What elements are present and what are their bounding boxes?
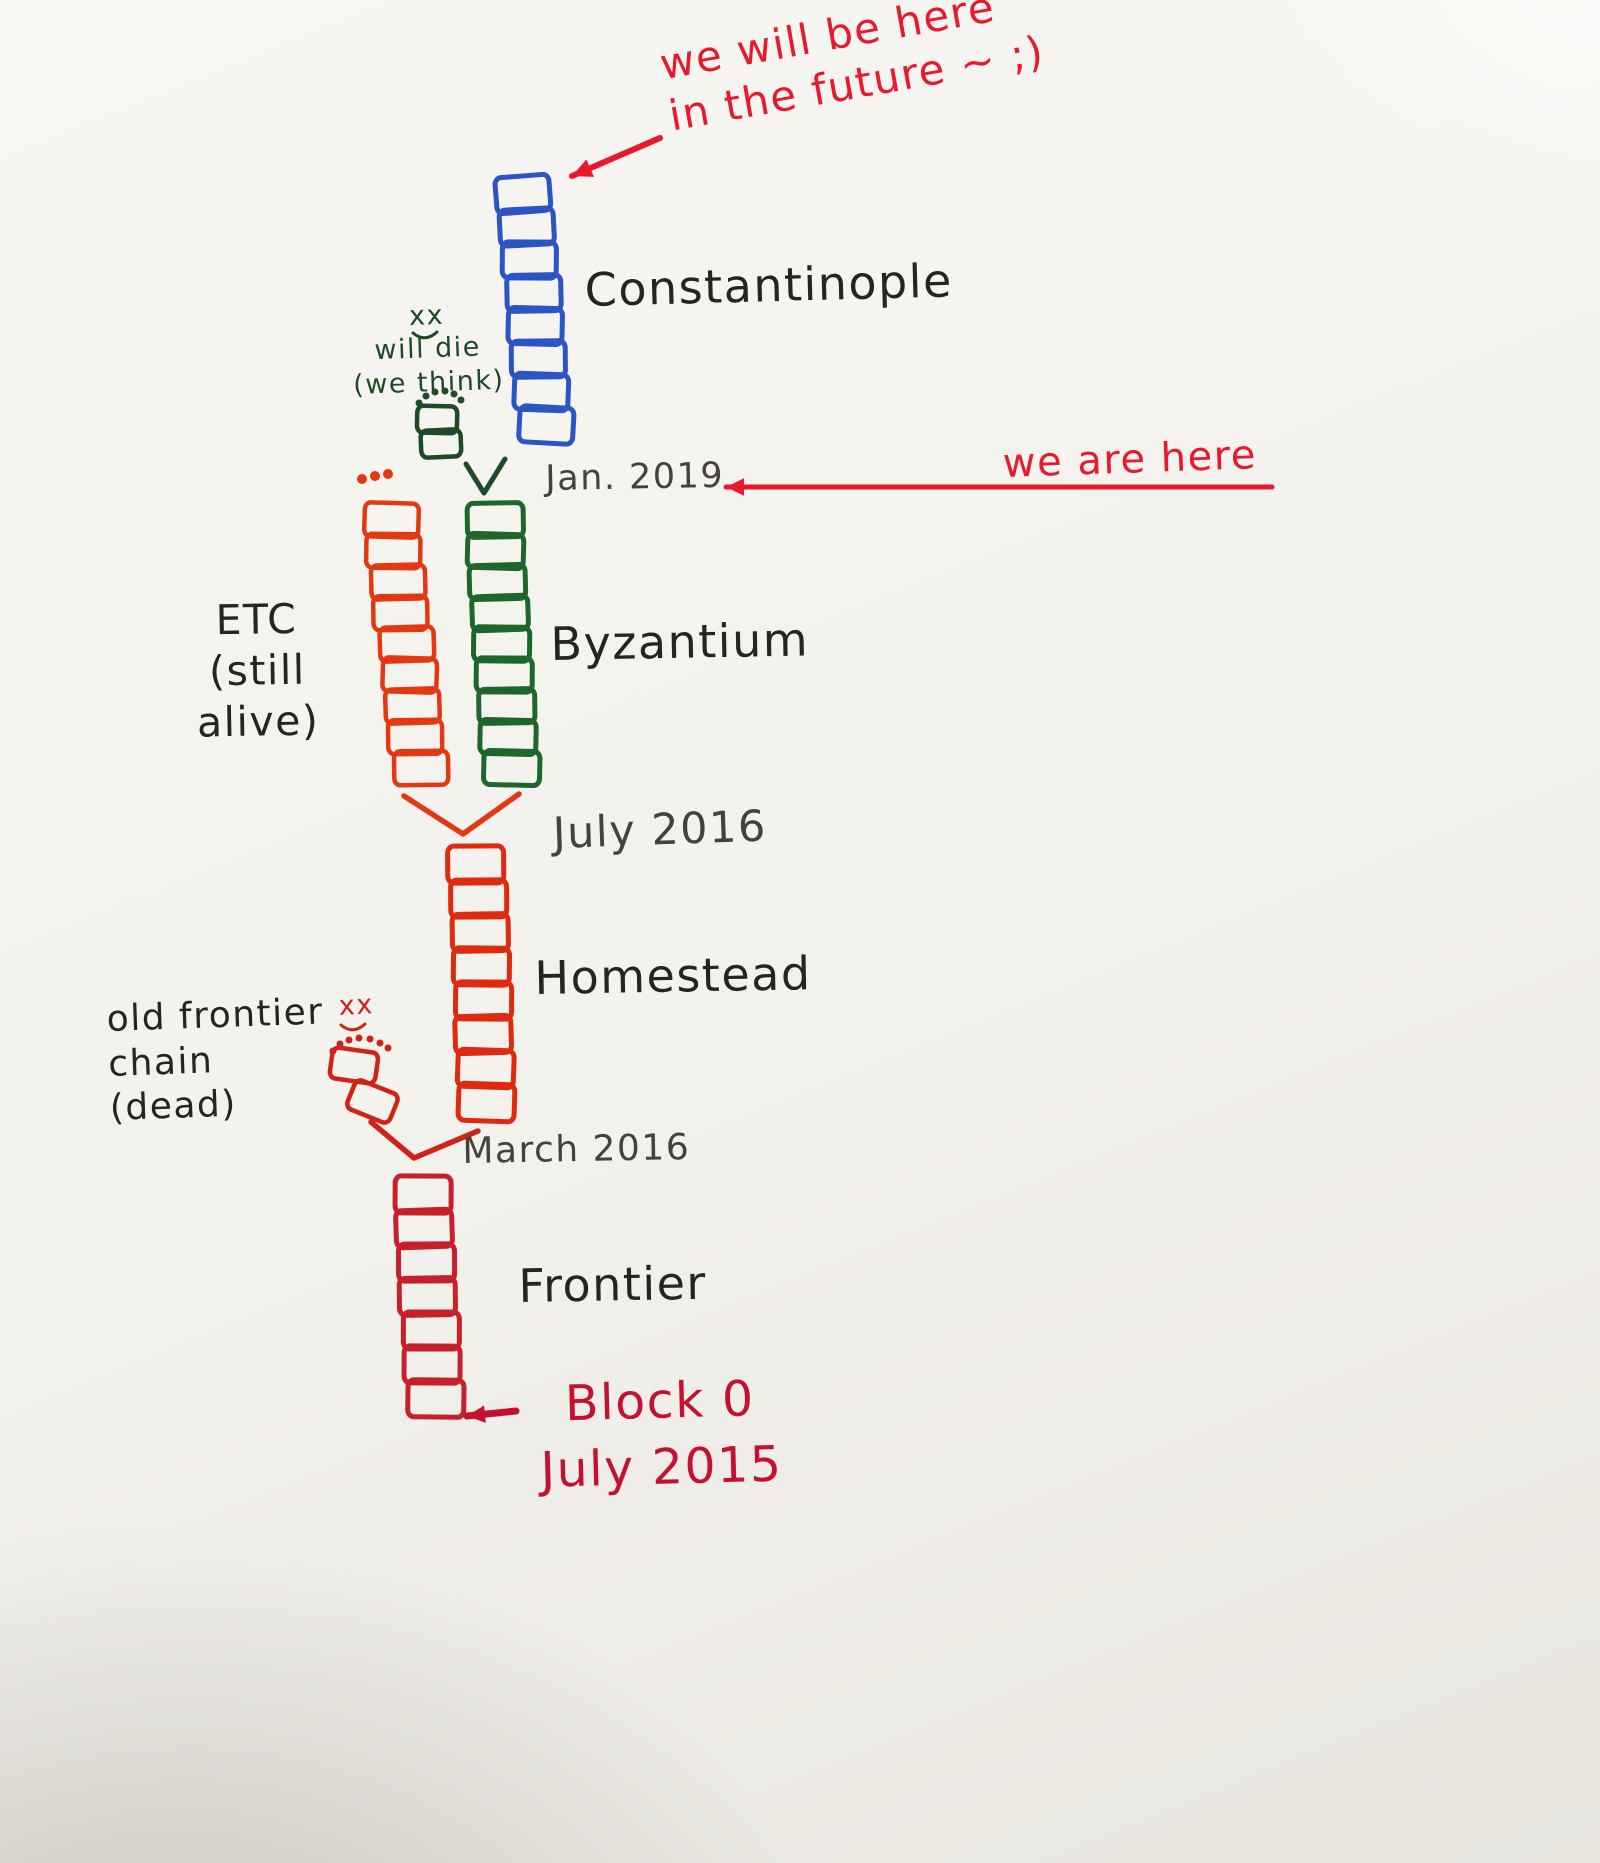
dot (422, 392, 430, 400)
block (505, 305, 565, 347)
block (385, 717, 445, 757)
chain-dead-stub (327, 1045, 400, 1125)
block (469, 592, 531, 634)
milestone-march-2016: March 2016 (462, 1127, 691, 1172)
milestone-block-0: Block 0 July 2015 (539, 1370, 784, 1499)
chain-etc (361, 500, 451, 788)
block (466, 561, 529, 603)
chain-byzantium (464, 500, 543, 789)
dot (450, 390, 458, 398)
block (470, 624, 533, 664)
jan-2019-check (463, 456, 508, 496)
block (368, 562, 428, 602)
future-arrow (569, 135, 663, 179)
dot (355, 1034, 363, 1042)
label-frontier: Frontier (518, 1255, 708, 1313)
dot (441, 387, 449, 395)
dead-smile (339, 1022, 367, 1032)
dot (384, 1044, 392, 1052)
block (473, 655, 535, 695)
will-die-smile (411, 330, 439, 340)
block (363, 531, 423, 571)
dot (457, 396, 465, 404)
milestone-jan-2019: Jan. 2019 (545, 455, 725, 499)
block (345, 1078, 400, 1125)
etc-dots (357, 469, 393, 484)
july-2016-fork (401, 791, 522, 837)
annotation-old-frontier: old frontier chain (dead) (106, 991, 325, 1130)
we-are-here-arrow (723, 478, 1275, 496)
dot (345, 1036, 353, 1044)
milestone-july-2016: July 2016 (552, 801, 768, 859)
block (464, 500, 526, 540)
block (455, 1080, 518, 1125)
block (511, 370, 572, 414)
dot (357, 474, 367, 484)
dead-stub-dots (329, 1034, 392, 1055)
chain-will-die-stub (414, 403, 464, 460)
dot (383, 469, 393, 479)
block (476, 686, 538, 726)
march-2016-fork (368, 1119, 481, 1161)
future-arrow-head (572, 159, 594, 177)
dot (415, 399, 423, 407)
block (396, 1275, 459, 1318)
block (400, 1309, 462, 1352)
label-homestead: Homestead (534, 946, 812, 1005)
block (452, 1012, 514, 1057)
label-byzantium: Byzantium (550, 612, 810, 671)
block (392, 1173, 454, 1216)
block0-arrow-head (467, 1405, 486, 1423)
block (499, 239, 559, 281)
chain-frontier (392, 1173, 467, 1420)
block (382, 686, 443, 726)
block (516, 403, 577, 447)
chain-constantinople (492, 171, 577, 447)
block (496, 205, 557, 249)
annotation-we-are-here: we are here (1002, 432, 1258, 487)
block (377, 624, 437, 664)
dot (366, 1035, 374, 1043)
block (418, 427, 464, 460)
block (450, 945, 513, 988)
block (492, 171, 554, 217)
block (449, 911, 511, 954)
dot (336, 1040, 344, 1048)
block (401, 1343, 463, 1386)
block (464, 530, 527, 572)
block (327, 1045, 381, 1086)
dot (329, 1047, 337, 1055)
block (391, 748, 451, 788)
chain-homestead (445, 843, 518, 1125)
block (453, 979, 515, 1022)
annotation-etc: ETC (still alive) (196, 594, 320, 747)
block (445, 843, 507, 886)
block (361, 500, 422, 540)
block (396, 1241, 458, 1284)
dot (431, 388, 439, 396)
block (380, 655, 440, 695)
block (393, 1206, 455, 1251)
block (448, 877, 510, 920)
block (414, 403, 460, 436)
we-are-here-arrow-head (726, 478, 745, 496)
block (508, 338, 568, 380)
dot (376, 1039, 384, 1047)
block (454, 1046, 517, 1091)
block (477, 717, 539, 757)
label-constantinople: Constantinople (584, 253, 954, 317)
block0-arrow (463, 1405, 520, 1423)
annotation-will-die: xx will die (we think) (352, 299, 506, 401)
block (481, 747, 543, 789)
block (504, 272, 564, 314)
annotation-dead-xx: xx (338, 989, 375, 1022)
will-die-dots (415, 387, 465, 407)
block (405, 1377, 467, 1420)
block (370, 593, 430, 633)
dot (370, 471, 380, 481)
